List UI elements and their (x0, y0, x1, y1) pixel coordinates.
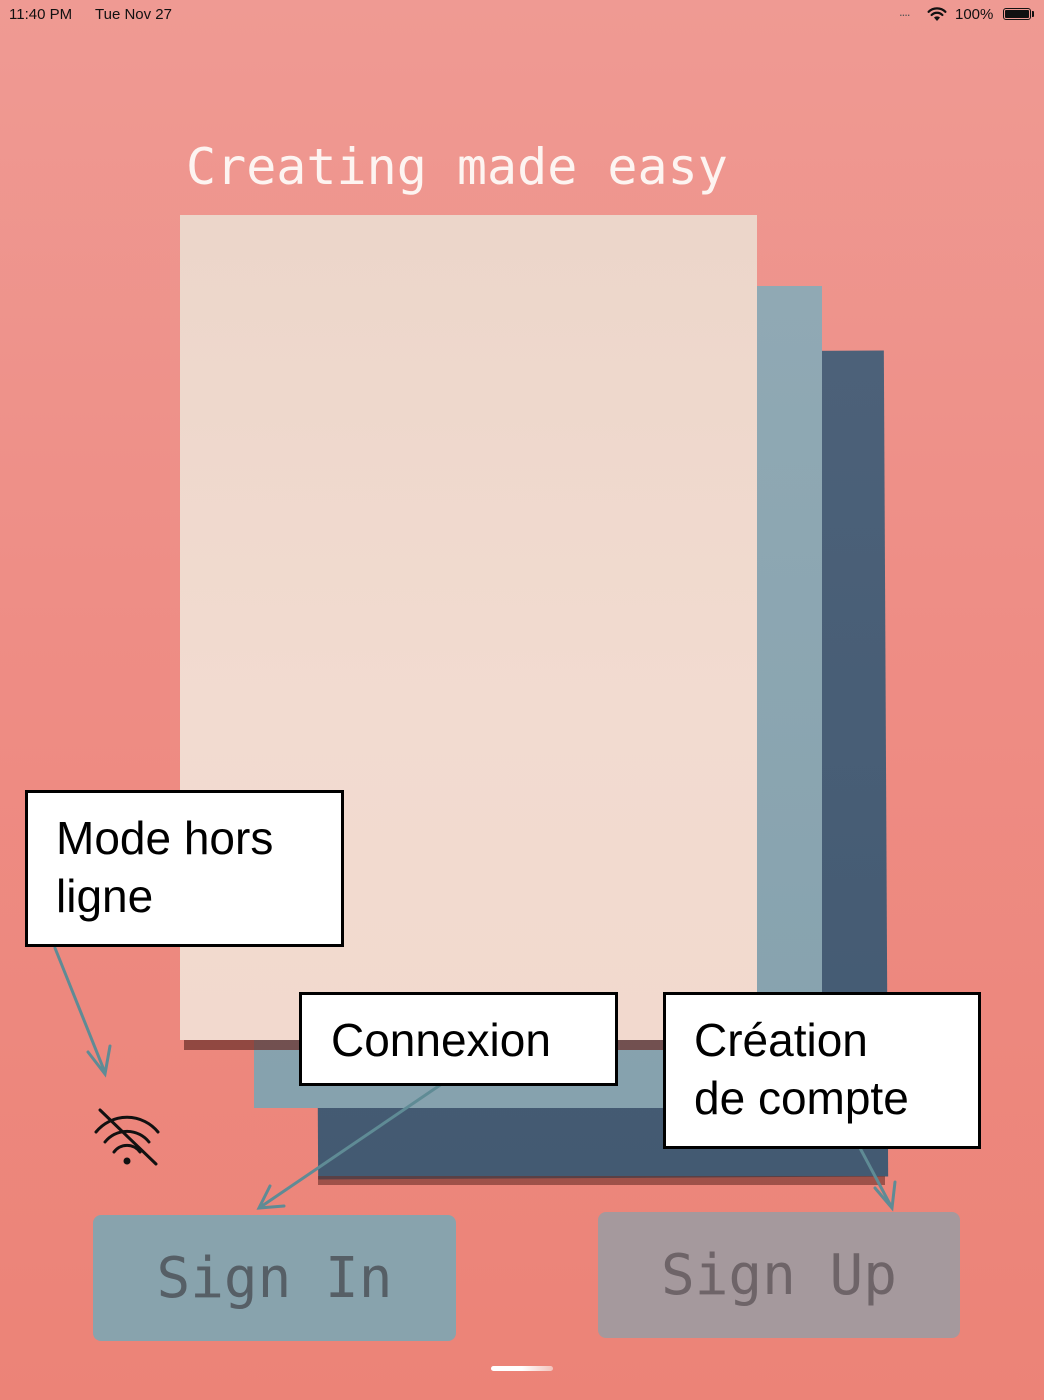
headline: Creating made easy (186, 138, 728, 196)
callout-creation-line-2: de compte (694, 1072, 909, 1124)
wifi-off-icon[interactable] (92, 1104, 162, 1168)
callout-offline-line-2: ligne (56, 870, 154, 922)
battery-cap (1032, 11, 1034, 17)
status-time: 11:40 PM (9, 6, 73, 23)
callout-connexion-text: Connexion (331, 1014, 551, 1066)
arrowhead-creation (873, 1180, 897, 1212)
battery-icon (1003, 8, 1031, 20)
callout-connexion: Connexion (299, 992, 618, 1086)
home-indicator[interactable] (491, 1366, 553, 1371)
sign-in-button[interactable]: Sign In (93, 1215, 456, 1341)
sign-up-button[interactable]: Sign Up (598, 1212, 960, 1338)
callout-offline-line-1: Mode hors (56, 812, 274, 864)
status-date: Tue Nov 27 (95, 6, 172, 23)
callout-creation-line-1: Création (694, 1014, 868, 1066)
battery-fill (1005, 10, 1029, 18)
cellular-signal-icon: .... (899, 4, 910, 19)
battery-percent: 100% (955, 6, 994, 23)
callout-account-creation: Création de compte (663, 992, 981, 1149)
arrowhead-connexion (256, 1184, 286, 1210)
status-bar: 11:40 PM Tue Nov 27 .... 100% (0, 0, 1044, 30)
arrowhead-offline (86, 1044, 112, 1078)
paper-sheet-back-shadow (318, 1176, 885, 1185)
callout-offline-mode: Mode hors ligne (25, 790, 344, 947)
wifi-icon (927, 7, 947, 21)
arrow-offline (53, 946, 106, 1072)
